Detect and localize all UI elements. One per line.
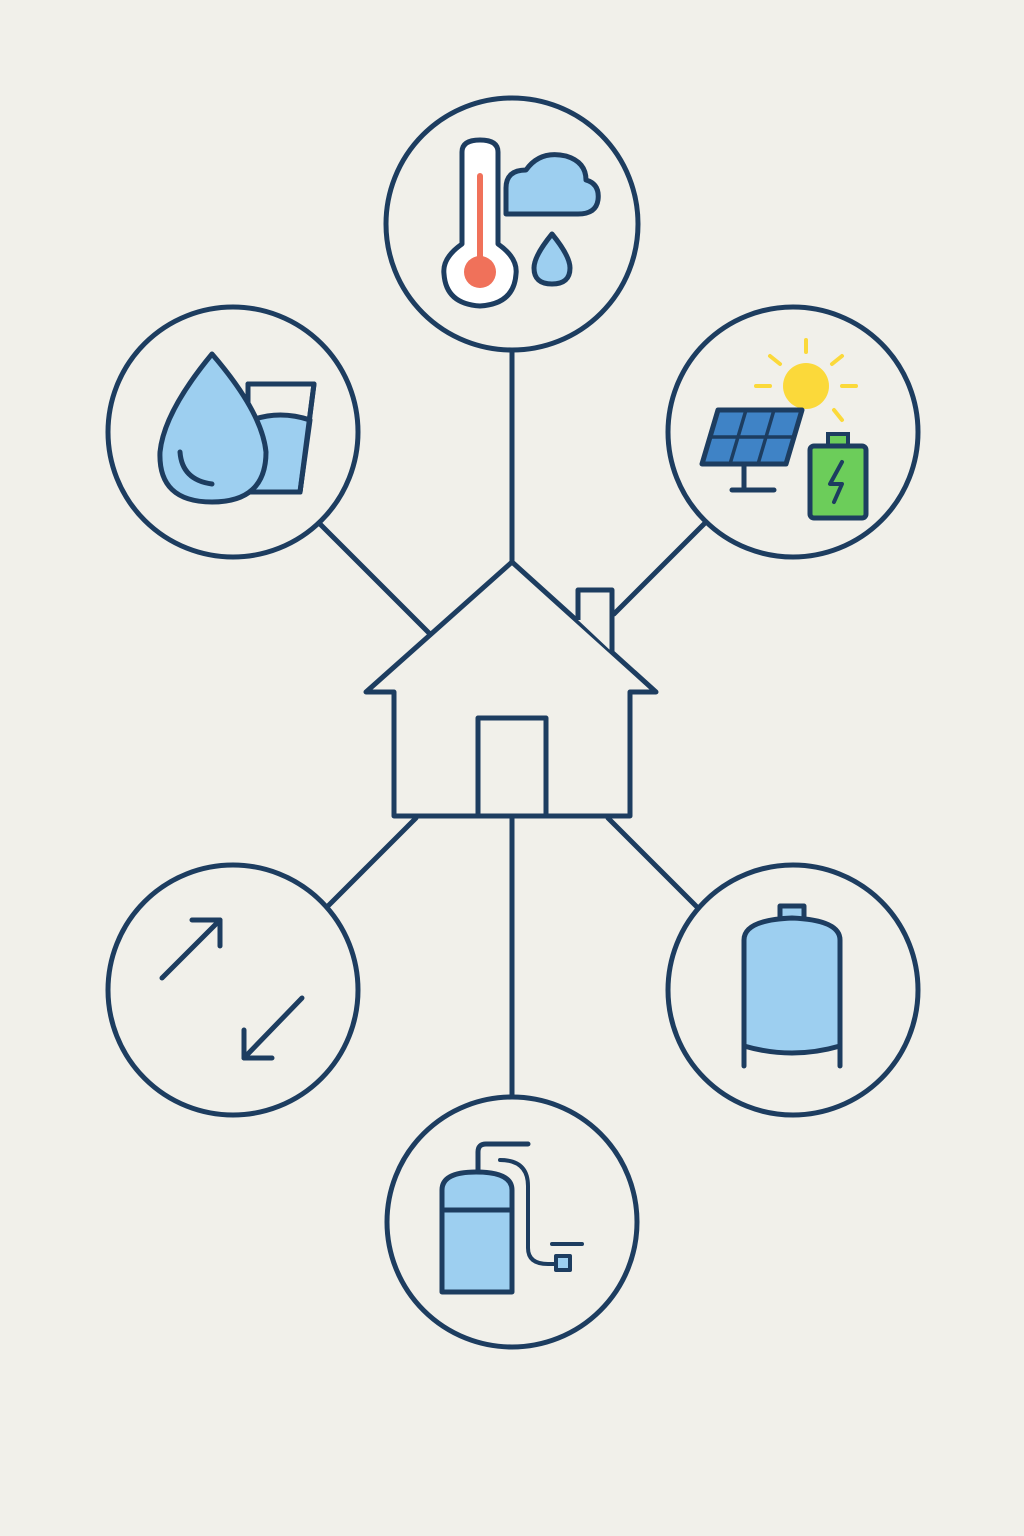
water-heater-icon (439, 1141, 584, 1295)
node-exchange (105, 862, 361, 1118)
node-storage (665, 862, 921, 1118)
connector-exchange (325, 815, 419, 909)
solar-panel-sun-battery-icon (699, 338, 869, 521)
bidirectional-arrows-icon (159, 917, 305, 1061)
thermometer-cloud-rain-icon (441, 137, 601, 309)
connector-storage (605, 815, 701, 911)
connectors (315, 347, 709, 1101)
storage-tank-icon (741, 903, 843, 1069)
connector-solar (611, 519, 709, 617)
node-solar (665, 304, 921, 560)
connector-water (315, 519, 433, 637)
water-drop-glass-icon (157, 351, 317, 505)
node-water (105, 304, 361, 560)
house-icon (363, 559, 659, 819)
node-heater (384, 1094, 640, 1350)
node-climate (383, 95, 641, 353)
